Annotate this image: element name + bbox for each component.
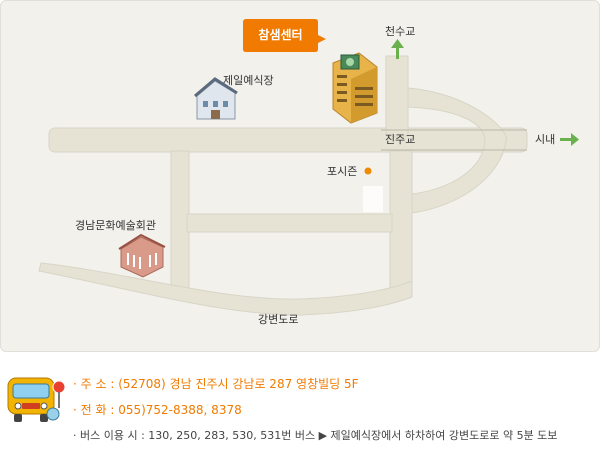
phone-line: · 전 화 : 055)752-8388, 8378 bbox=[73, 403, 242, 417]
label-riverside-road: 강변도로 bbox=[258, 313, 299, 326]
east-arrow-icon bbox=[560, 133, 579, 146]
callout-label: 참샘센터 bbox=[258, 28, 303, 42]
east-road bbox=[389, 150, 413, 292]
center-callout: 참샘센터 bbox=[243, 19, 326, 52]
label-downtown: 시내 bbox=[535, 133, 556, 146]
map-roads bbox=[38, 39, 579, 316]
bridge-rails bbox=[381, 129, 527, 151]
center-building-icon bbox=[332, 52, 378, 124]
label-wedding-hall: 제일예식장 bbox=[223, 74, 274, 87]
bus-icon bbox=[7, 377, 66, 422]
label-posijeun: 포시즌 bbox=[327, 165, 358, 178]
riverside-road bbox=[38, 262, 413, 316]
main-road bbox=[48, 127, 528, 153]
address-line: · 주 소 : (52708) 경남 진주시 강남로 287 영창빌딩 5F bbox=[73, 377, 359, 391]
label-jinju-bridge: 진주교 bbox=[385, 133, 416, 146]
info-section: · 주 소 : (52708) 경남 진주시 강남로 287 영창빌딩 5F ·… bbox=[0, 362, 603, 452]
bus-info-line: · 버스 이용 시 : 130, 250, 283, 530, 531번 버스 … bbox=[73, 429, 558, 442]
loop-road bbox=[407, 87, 507, 214]
north-road bbox=[385, 55, 409, 137]
building-block bbox=[363, 186, 383, 212]
street-left bbox=[170, 150, 190, 292]
posijeun-dot bbox=[364, 167, 372, 175]
label-north-bridge: 천수교 bbox=[385, 25, 416, 38]
road-network bbox=[38, 55, 528, 316]
north-arrow-icon bbox=[391, 39, 404, 59]
map-panel: 참샘센터 천수교 제일예식장 진주교 시내 포시즌 경남문화예술회관 강변도로 bbox=[0, 0, 600, 352]
label-art-center: 경남문화예술회관 bbox=[75, 219, 156, 232]
art-center-icon bbox=[118, 233, 166, 278]
wedding-hall-icon bbox=[194, 77, 238, 120]
callout-bubble bbox=[243, 19, 326, 52]
street-mid-h1 bbox=[186, 213, 393, 233]
